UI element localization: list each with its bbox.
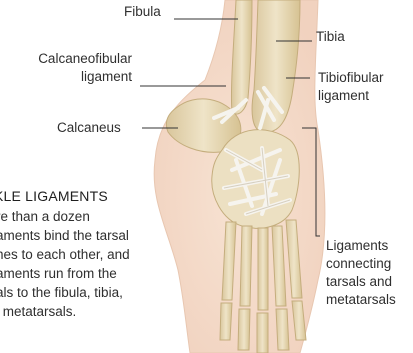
label-calcaneus: Calcaneus bbox=[57, 120, 121, 136]
label-connecting-line3: tarsals and bbox=[326, 274, 392, 290]
label-calcaneofibular-line1: Calcaneofibular bbox=[2, 51, 132, 67]
caption-line: l metatarsals. bbox=[0, 302, 196, 321]
caption-line: als to the fibula, tibia, bbox=[0, 283, 196, 302]
caption-line: re than a dozen bbox=[0, 207, 196, 226]
label-connecting-line4: metatarsals bbox=[326, 292, 396, 308]
label-connecting-line1: Ligaments bbox=[326, 238, 388, 254]
label-calcaneofibular-line2: ligament bbox=[2, 69, 132, 85]
label-tibiofibular-line2: ligament bbox=[318, 88, 369, 104]
caption-title: KLE LIGAMENTS bbox=[0, 188, 108, 204]
caption-body: re than a dozen aments bind the tarsal n… bbox=[0, 207, 196, 321]
label-tibiofibular-line1: Tibiofibular bbox=[318, 70, 384, 86]
label-tibia: Tibia bbox=[316, 29, 345, 45]
caption-line: aments bind the tarsal bbox=[0, 226, 196, 245]
caption-line: aments run from the bbox=[0, 264, 196, 283]
label-fibula: Fibula bbox=[124, 4, 161, 20]
caption-line: nes to each other, and bbox=[0, 245, 196, 264]
label-connecting-line2: connecting bbox=[326, 256, 391, 272]
